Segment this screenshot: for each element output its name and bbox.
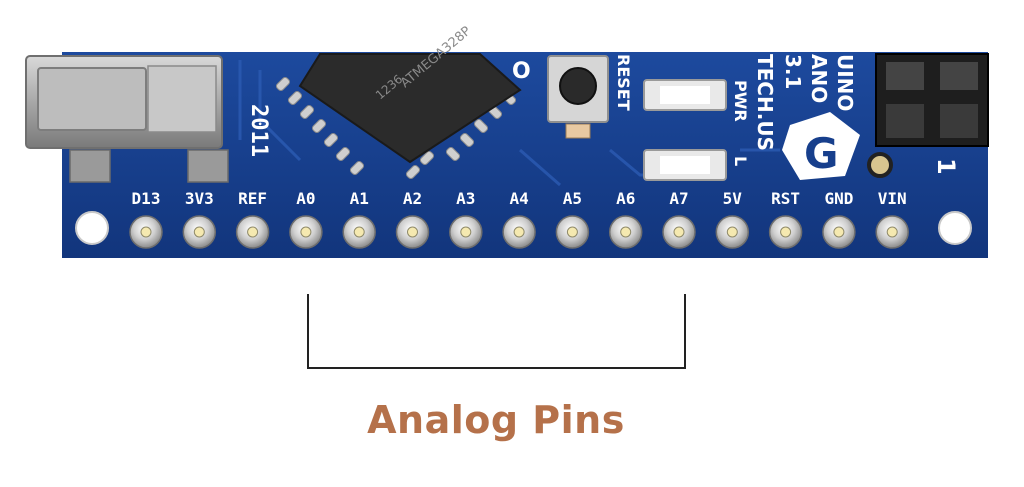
analog-pins-bracket: [307, 294, 686, 369]
brand-line-3: 3.1: [781, 54, 805, 89]
pin-label-a0: A0: [296, 189, 315, 208]
pin-hole-5v: [726, 226, 738, 238]
pin-label-rst: RST: [771, 189, 800, 208]
silkscreen-reset: RESET: [614, 54, 633, 111]
pin-hole-ref: [247, 226, 259, 238]
pin-hole-a2: [407, 226, 418, 238]
pin-label-d13: D13: [132, 189, 161, 208]
pin-hole-a4: [513, 226, 525, 238]
pin-label-a2: A2: [403, 189, 422, 208]
silkscreen-header-number: 1: [932, 158, 960, 175]
analog-pins-caption: Analog Pins: [367, 398, 625, 442]
pin-labels: D13 3V3 REF A0 A1 A2 A3 A4 A5 A6 A7 5V RST GND VIN: [132, 189, 907, 208]
brand-line-2: ANO: [807, 54, 831, 103]
logo-letter: G: [804, 129, 838, 178]
reset-button: [547, 55, 609, 139]
chip-pins: [275, 76, 517, 180]
pin-hole-d13: [140, 226, 152, 238]
silkscreen-pwr: PWR: [731, 80, 750, 122]
led-l: [643, 149, 727, 181]
brand-line-4: TECH.US: [753, 54, 777, 151]
silkscreen-year: 2011: [246, 104, 271, 157]
pin-hole-3v3: [193, 226, 205, 238]
silkscreen-top-letter: O: [512, 59, 531, 84]
mounting-hole-left: [75, 211, 109, 245]
mounting-hole-right: [938, 211, 972, 245]
pin-label-a3: A3: [456, 189, 475, 208]
pin-hole-a6: [620, 226, 632, 238]
pin-label-3v3: 3V3: [185, 189, 214, 208]
icsp-header: [875, 53, 989, 147]
pin-label-a6: A6: [616, 189, 635, 208]
brand-text: TECH.US 3.1 ANO UINO: [753, 54, 857, 151]
pin-hole-a0: [300, 226, 312, 238]
pin-hole-a7: [673, 226, 685, 238]
usb-connector: [25, 55, 229, 183]
pin-label-vin: VIN: [878, 189, 907, 208]
pin-label-a7: A7: [669, 189, 688, 208]
pin-label-a4: A4: [509, 189, 528, 208]
pin-label-gnd: GND: [824, 189, 853, 208]
pin-hole-a3: [460, 226, 472, 238]
header-pin-dot: [867, 152, 893, 178]
pin-hole-gnd: [833, 226, 845, 238]
led-pwr: [643, 79, 727, 111]
pin-hole-a1: [353, 226, 365, 238]
brand-line-1: UINO: [833, 54, 857, 111]
silkscreen-l: L: [731, 156, 750, 166]
pin-pads: [129, 215, 909, 249]
pin-label-ref: REF: [238, 189, 267, 208]
brand-logo: G: [782, 112, 860, 180]
pin-hole-a5: [566, 226, 578, 238]
pin-label-a1: A1: [350, 189, 369, 208]
pin-label-a5: A5: [563, 189, 582, 208]
pin-hole-vin: [886, 226, 898, 238]
pin-hole-rst: [780, 226, 792, 238]
pin-label-5v: 5V: [723, 189, 743, 208]
